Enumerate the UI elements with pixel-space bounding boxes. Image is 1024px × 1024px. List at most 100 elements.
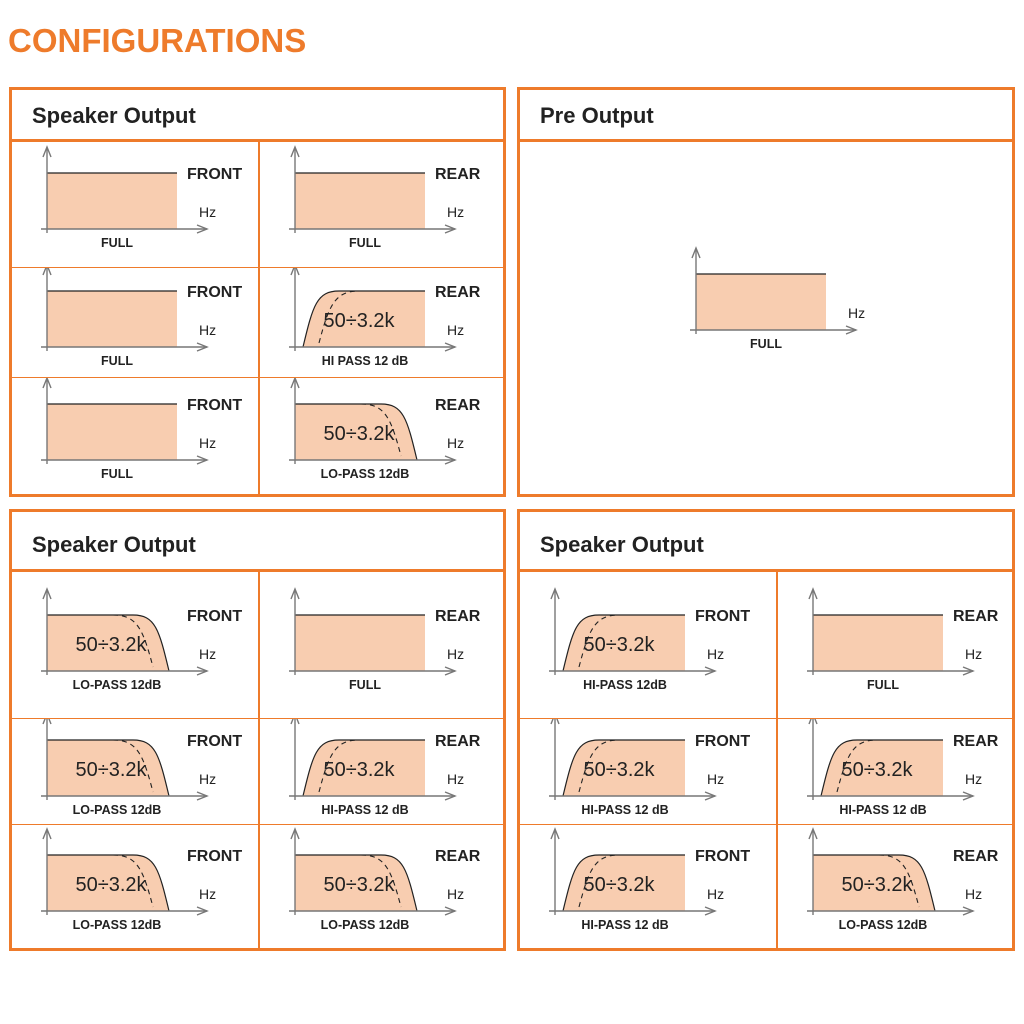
channel-label: REAR bbox=[435, 608, 481, 625]
x-axis-arrow bbox=[444, 455, 457, 465]
channel-label: REAR bbox=[953, 848, 999, 865]
hz-label: Hz bbox=[199, 435, 216, 451]
channel-label: REAR bbox=[435, 733, 481, 750]
panel-title: Speaker Output bbox=[32, 103, 196, 128]
passband-fill bbox=[821, 740, 943, 796]
hz-label: Hz bbox=[707, 771, 724, 787]
row-divider bbox=[12, 824, 503, 825]
hz-label: Hz bbox=[199, 204, 216, 220]
channel-label: FRONT bbox=[695, 733, 750, 750]
filter-type-label: LO-PASS 12dB bbox=[321, 918, 410, 932]
filter-type-label: FULL bbox=[101, 236, 133, 250]
x-axis-arrow bbox=[196, 906, 209, 916]
passband-fill bbox=[563, 615, 685, 671]
crossover-dashed-line bbox=[112, 614, 154, 668]
channel-label: REAR bbox=[435, 848, 481, 865]
response-line bbox=[562, 614, 685, 672]
crossover-frequency-label: 50÷3.2k bbox=[583, 874, 655, 896]
channel-label: FRONT bbox=[695, 608, 750, 625]
y-axis-arrow bbox=[290, 587, 300, 600]
y-axis-arrow bbox=[42, 827, 52, 840]
filter-type-label: HI-PASS 12 dB bbox=[581, 918, 668, 932]
crossover-frequency-label: 50÷3.2k bbox=[75, 634, 147, 656]
y-axis-arrow bbox=[290, 719, 300, 725]
panel-header: Speaker Output bbox=[12, 90, 503, 142]
column-divider bbox=[258, 142, 260, 494]
x-axis-arrow bbox=[444, 666, 457, 676]
hz-label: Hz bbox=[707, 886, 724, 902]
y-axis-arrow bbox=[550, 719, 560, 725]
hz-label: Hz bbox=[965, 646, 982, 662]
filter-type-label: FULL bbox=[349, 678, 381, 692]
hz-label: Hz bbox=[447, 322, 464, 338]
response-line bbox=[295, 854, 418, 912]
filter-type-label: LO-PASS 12dB bbox=[839, 918, 928, 932]
channel-label: REAR bbox=[953, 608, 999, 625]
page-title: CONFIGURATIONS bbox=[8, 22, 307, 59]
crossover-dashed-line bbox=[360, 403, 402, 457]
hz-label: Hz bbox=[199, 322, 216, 338]
passband-fill bbox=[813, 615, 943, 671]
response-line bbox=[820, 739, 943, 797]
hz-label: Hz bbox=[447, 435, 464, 451]
crossover-frequency-label: 50÷3.2k bbox=[75, 759, 147, 781]
x-axis-arrow bbox=[962, 666, 975, 676]
y-axis-arrow bbox=[290, 268, 300, 276]
response-line bbox=[302, 739, 425, 797]
y-axis-arrow bbox=[42, 587, 52, 600]
filter-type-label: FULL bbox=[867, 678, 899, 692]
passband-fill bbox=[696, 274, 826, 330]
row-divider bbox=[12, 377, 503, 378]
crossover-frequency-label: 50÷3.2k bbox=[323, 310, 395, 332]
hz-label: Hz bbox=[447, 886, 464, 902]
hz-label: Hz bbox=[199, 886, 216, 902]
channel-label: FRONT bbox=[187, 284, 242, 301]
hz-label: Hz bbox=[447, 646, 464, 662]
crossover-frequency-label: 50÷3.2k bbox=[841, 874, 913, 896]
crossover-frequency-label: 50÷3.2k bbox=[323, 874, 395, 896]
y-axis-arrow bbox=[290, 827, 300, 840]
channel-label: FRONT bbox=[187, 166, 242, 183]
x-axis-arrow bbox=[444, 791, 457, 801]
x-axis-arrow bbox=[704, 666, 717, 676]
y-axis-arrow bbox=[42, 378, 52, 389]
response-line bbox=[295, 403, 418, 461]
channel-label: FRONT bbox=[187, 397, 242, 414]
filter-type-label: HI-PASS 12 dB bbox=[321, 803, 408, 817]
y-axis-arrow bbox=[550, 587, 560, 600]
hz-label: Hz bbox=[707, 646, 724, 662]
passband-fill bbox=[813, 855, 935, 911]
row-divider bbox=[12, 267, 503, 268]
y-axis-arrow bbox=[550, 827, 560, 840]
channel-label: REAR bbox=[435, 166, 481, 183]
passband-fill bbox=[47, 291, 177, 347]
y-axis-arrow bbox=[808, 587, 818, 600]
response-line bbox=[302, 290, 425, 348]
crossover-frequency-label: 50÷3.2k bbox=[841, 759, 913, 781]
hz-label: Hz bbox=[965, 886, 982, 902]
hz-label: Hz bbox=[199, 771, 216, 787]
hz-label: Hz bbox=[848, 305, 865, 321]
